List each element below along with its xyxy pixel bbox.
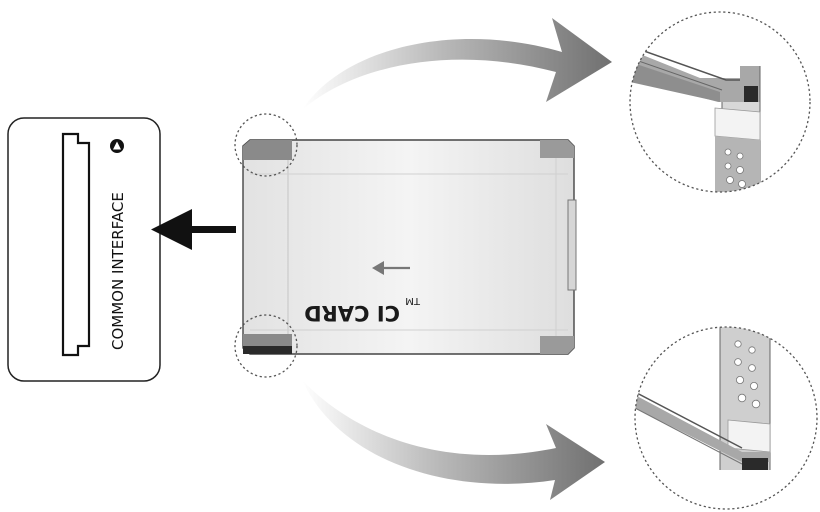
common-interface-label: COMMON INTERFACE — [109, 192, 127, 350]
curved-arrow-bottom-icon — [302, 380, 605, 500]
curved-arrow-top-icon — [302, 18, 612, 110]
ci-slot-outline — [61, 132, 91, 357]
ci-card-body — [242, 139, 575, 355]
up-triangle-in-circle-icon — [110, 139, 124, 153]
ci-card-trademark: TM — [405, 295, 421, 306]
corner-highlight-bottom — [234, 314, 298, 378]
magnified-detail-bottom-icon — [634, 326, 818, 510]
corner-highlight-top — [234, 113, 298, 177]
ci-card-label: CI CARD — [304, 301, 400, 325]
common-interface-slot-panel: COMMON INTERFACE — [7, 117, 161, 382]
ci-card: CI CARD TM — [242, 139, 577, 355]
card-direction-arrow-icon — [372, 261, 410, 275]
magnified-detail-top-icon — [629, 11, 811, 193]
insert-direction-arrow-icon — [151, 209, 236, 250]
